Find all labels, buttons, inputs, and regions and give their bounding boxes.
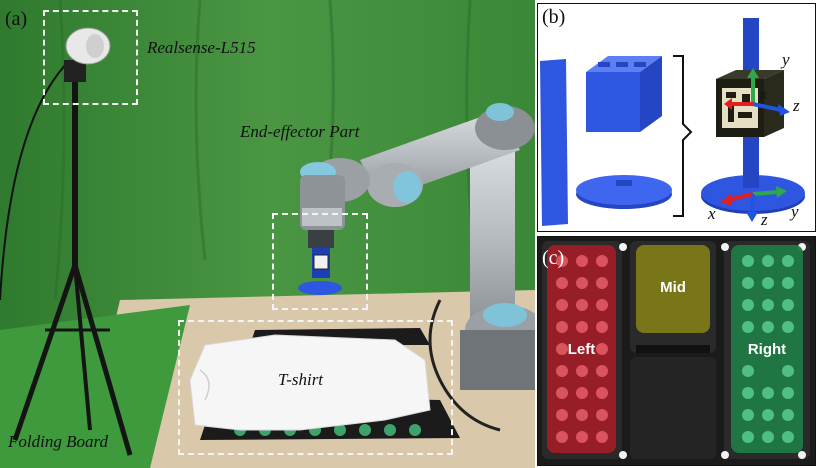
folding-board-caption: Folding Board — [8, 432, 108, 451]
realsense-camera — [64, 27, 111, 82]
panel-c-label: (c) — [542, 247, 565, 269]
setup-photo-scene — [0, 0, 535, 468]
end-effector-caption: End-effector Part — [240, 122, 360, 141]
tripod — [0, 59, 133, 456]
right-zone-label: Right — [747, 341, 787, 358]
axis-label-bottom-y: y — [791, 202, 799, 221]
camera-highlight-box — [43, 10, 138, 105]
bracket — [673, 55, 693, 217]
camera-caption: Realsense-L515 — [147, 38, 256, 57]
end-effector-highlight-box — [272, 213, 368, 310]
cube-part — [586, 56, 662, 132]
mid-zone-label: Mid — [660, 279, 686, 296]
panel-a-label: (a) — [5, 8, 28, 30]
robot-arm — [298, 103, 535, 390]
axis-label-top-y: y — [782, 50, 790, 69]
axis-label-bottom-z: z — [761, 210, 768, 229]
right-zone — [731, 245, 803, 453]
setup-photo-panel: (a) Realsense-L515 End-effector Part T-s… — [0, 0, 535, 468]
tshirt-caption: T-shirt — [278, 370, 324, 389]
parts-diagram — [540, 18, 805, 226]
rod-part — [540, 59, 568, 226]
end-effector-parts-panel: (b) y x z x z y — [537, 3, 816, 232]
tshirt-photo — [189, 334, 431, 431]
folding-board-diagram — [538, 237, 814, 464]
panel-b-label: (b) — [542, 6, 566, 28]
assembled-part — [701, 18, 805, 222]
left-zone-label: Left — [567, 341, 596, 358]
axis-label-top-z: z — [793, 96, 800, 115]
mid-zone — [636, 245, 710, 333]
axis-label-top-x: x — [760, 87, 767, 103]
folding-board-panel: (c) Left Mid Right — [537, 236, 816, 466]
disc-part — [576, 175, 672, 209]
axis-label-bottom-x: x — [708, 204, 716, 223]
tshirt-highlight-box — [178, 320, 453, 455]
left-zone — [547, 245, 616, 453]
